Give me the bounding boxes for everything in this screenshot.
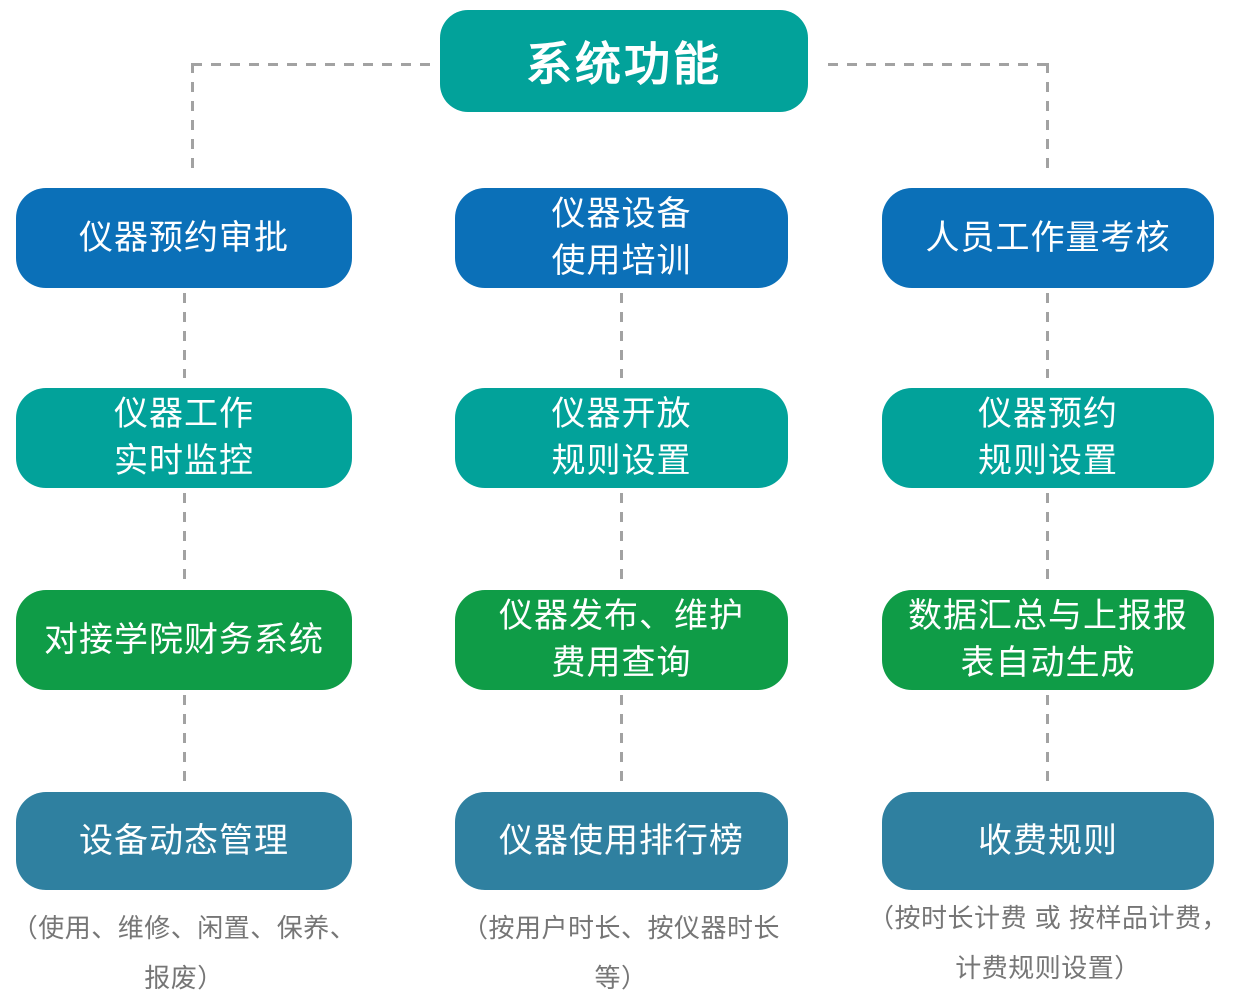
connector-title-to-right [828,63,1048,66]
connector-col3-row2-row3 [1046,493,1049,580]
node-label: 数据汇总与上报报 [908,597,1188,635]
connector-col2-row1-row2 [620,293,623,378]
diagram-title: 系统功能 [440,10,808,112]
node-label: 规则设置 [978,442,1118,480]
connector-col2-row3-row4 [620,695,623,781]
node-label: 仪器预约审批 [79,218,289,257]
node-report-generation: 数据汇总与上报报 表自动生成 [882,590,1214,690]
node-workload-assessment: 人员工作量考核 [882,188,1214,288]
node-label: 实时监控 [114,442,254,480]
connector-col3-row3-row4 [1046,695,1049,781]
diagram-title-label: 系统功能 [526,38,722,90]
caption-col1: （使用、维修、闲置、保养、报废） [0,903,368,993]
connector-col2-row2-row3 [620,493,623,580]
node-finance-integration: 对接学院财务系统 [16,590,352,690]
node-open-rules: 仪器开放 规则设置 [455,388,788,488]
node-usage-training: 仪器设备 使用培训 [455,188,788,288]
node-label: 仪器预约 [978,395,1118,433]
connector-title-to-left [192,63,432,66]
connector-col1-row1-row2 [183,293,186,378]
node-label: 仪器工作 [114,395,254,433]
connector-col1-row3-row4 [183,695,186,781]
node-reservation-approval: 仪器预约审批 [16,188,352,288]
node-realtime-monitoring: 仪器工作 实时监控 [16,388,352,488]
node-label: 表自动生成 [960,644,1136,682]
connector-col3-row1-row2 [1046,293,1049,378]
node-label: 人员工作量考核 [925,218,1171,257]
caption-line: （使用、维修、闲置、保养、报废） [11,913,357,993]
caption-col2: （按用户时长、按仪器时长等） [451,903,791,993]
caption-line: （按用户时长、按仪器时长等） [461,913,780,993]
connector-col1-row2-row3 [183,493,186,580]
node-label: 收费规则 [978,821,1118,860]
node-label: 仪器设备 [551,195,692,233]
node-label: 规则设置 [551,442,692,480]
node-label: 费用查询 [551,644,692,682]
caption-line: （按时长计费 或 按样品计费， [868,903,1228,933]
node-publish-maintenance-cost: 仪器发布、维护 费用查询 [455,590,788,690]
node-label: 仪器开放 [551,395,692,433]
connector-right-down [1046,63,1049,170]
node-label: 对接学院财务系统 [44,620,324,659]
connector-left-down [191,63,194,168]
node-label: 仪器使用排行榜 [499,821,744,860]
node-usage-ranking: 仪器使用排行榜 [455,792,788,890]
node-billing-rules: 收费规则 [882,792,1214,890]
node-equipment-lifecycle: 设备动态管理 [16,792,352,890]
node-label: 设备动态管理 [79,821,289,860]
node-label: 仪器发布、维护 [499,597,744,635]
node-reservation-rules: 仪器预约 规则设置 [882,388,1214,488]
caption-line: 计费规则设置） [955,953,1141,983]
caption-col3: （按时长计费 或 按样品计费， 计费规则设置） [858,893,1238,993]
node-label: 使用培训 [551,242,692,280]
